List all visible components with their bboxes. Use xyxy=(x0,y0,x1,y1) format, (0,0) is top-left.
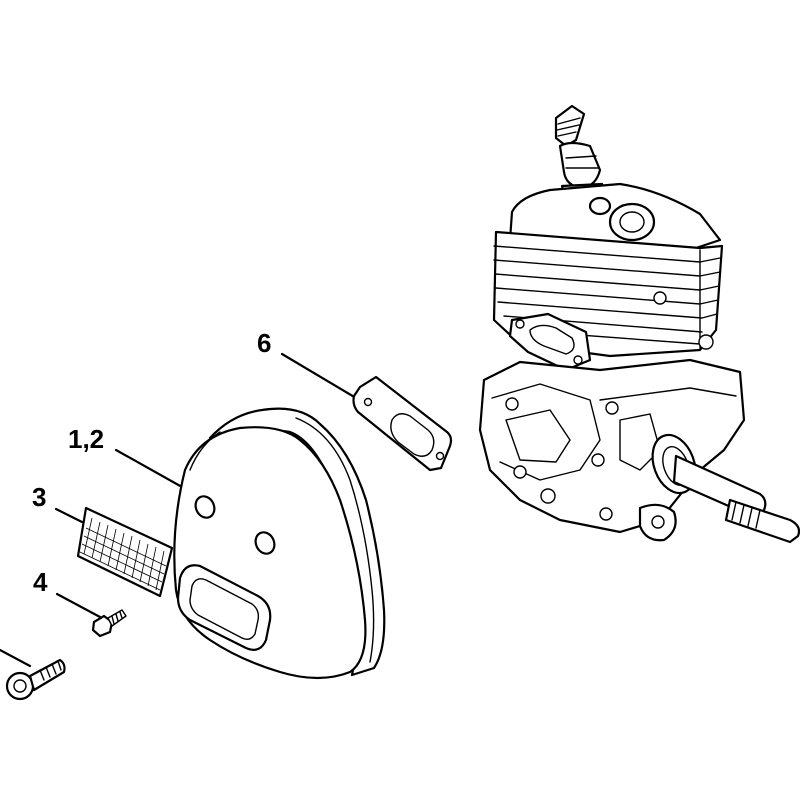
screen-part[interactable] xyxy=(76,506,174,598)
small-screw-part[interactable] xyxy=(91,609,127,638)
bolt-thread xyxy=(39,660,62,681)
gasket-port xyxy=(390,413,435,457)
spark-plug-boss xyxy=(588,196,612,216)
crankcase-recess xyxy=(491,383,601,481)
muffler-part[interactable] xyxy=(173,407,386,680)
muffler-flange-seam xyxy=(295,417,375,663)
bolt-part[interactable] xyxy=(5,658,66,701)
callout-label-1-2: 1,2 xyxy=(68,424,104,454)
gasket-outline xyxy=(352,375,453,472)
decompression-valve xyxy=(608,202,656,242)
muffler-mount-hole-upper xyxy=(194,495,216,519)
callout-1-2[interactable]: 1,2 xyxy=(68,424,184,489)
muffler-cover-rim xyxy=(189,431,221,471)
gasket-part[interactable] xyxy=(352,375,453,472)
crankcase xyxy=(478,358,746,534)
muffler-rear-housing xyxy=(208,407,386,677)
exhaust-port-opening xyxy=(529,324,575,355)
crankshaft-thread-end xyxy=(724,498,800,544)
callout-6[interactable]: 6 xyxy=(257,328,358,400)
small-screw-thread xyxy=(111,611,123,625)
callout-label-4: 4 xyxy=(33,567,48,597)
leader-line-4 xyxy=(55,592,102,619)
callout-label-6: 6 xyxy=(257,328,271,358)
screen-mesh xyxy=(79,517,167,591)
callout-3[interactable]: 3 xyxy=(32,482,84,524)
gasket-bolt-hole-right xyxy=(435,451,445,461)
leader-line-3 xyxy=(54,507,84,524)
leader-line-1-2 xyxy=(114,448,184,489)
muffler-outlet-opening xyxy=(189,578,260,641)
gasket-bolt-hole-left xyxy=(363,397,373,407)
callout-4[interactable]: 4 xyxy=(33,567,102,619)
screen-outline xyxy=(76,506,174,598)
bolt-head-socket xyxy=(13,679,27,693)
muffler-mount-hole-lower xyxy=(254,531,276,555)
engine-assembly xyxy=(478,104,800,544)
callout-5-partial xyxy=(0,648,32,668)
muffler-outlet-frame xyxy=(176,564,272,651)
crankshaft-thread xyxy=(731,501,761,529)
small-screw-head xyxy=(91,614,114,638)
callout-label-3: 3 xyxy=(32,482,46,512)
leader-line-offscreen xyxy=(0,648,32,668)
exhaust-port-flange xyxy=(508,312,592,372)
leader-line-6 xyxy=(280,352,358,400)
bolt-shank xyxy=(28,658,66,692)
